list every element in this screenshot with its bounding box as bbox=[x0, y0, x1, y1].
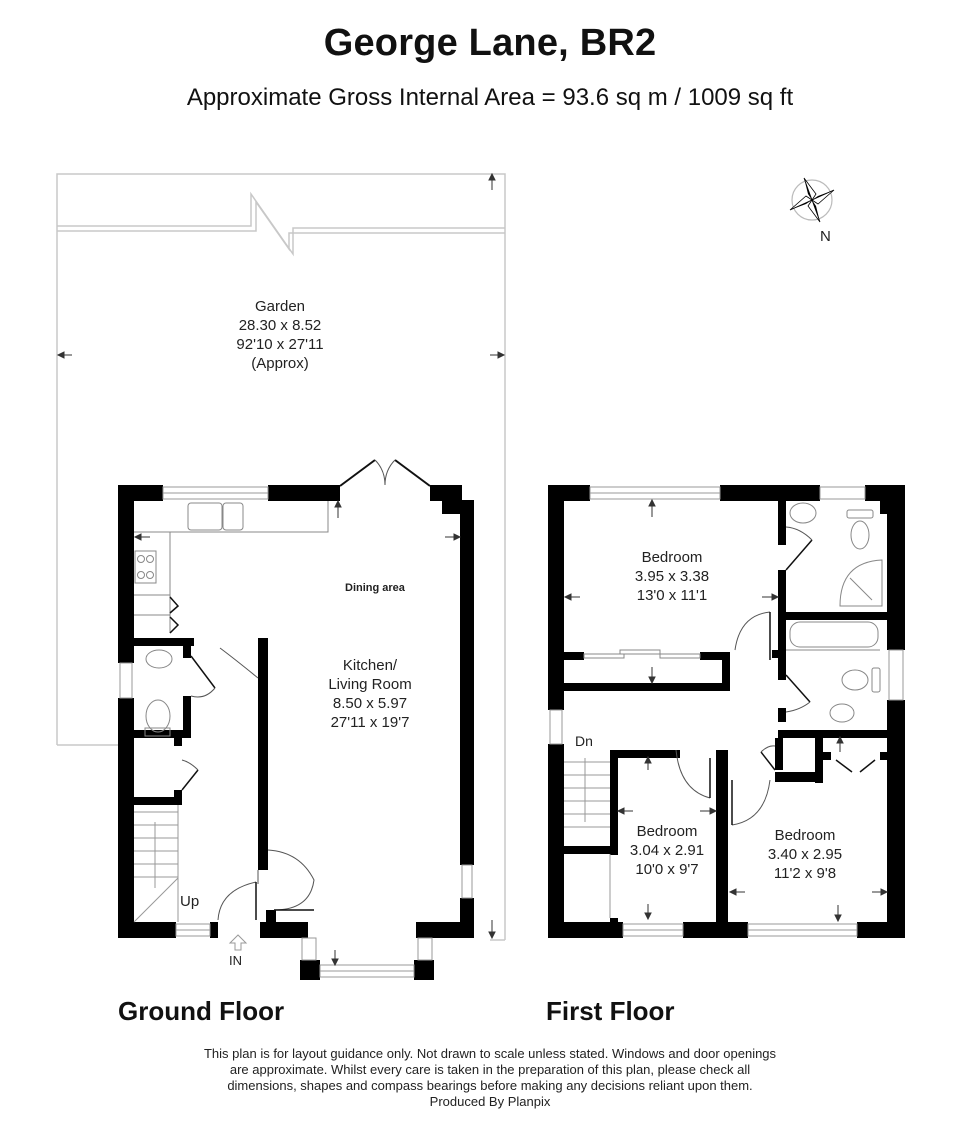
first-floor-windows bbox=[549, 486, 904, 937]
kitchen-cupboard-doors bbox=[169, 596, 180, 634]
first-floor-title: First Floor bbox=[546, 996, 675, 1026]
first-stairs-down-label: Dn bbox=[575, 733, 593, 749]
room-label-dining-area: Dining area bbox=[345, 582, 405, 594]
kitchen-metric: 8.50 x 5.97 bbox=[332, 695, 408, 712]
plan-title: George Lane, BR2 bbox=[323, 22, 657, 64]
ground-interior-doors bbox=[181, 655, 216, 791]
french-doors bbox=[339, 459, 431, 487]
first-door-swings bbox=[675, 526, 813, 826]
disclaimer-line-2: are approximate. Whilst every care is ta… bbox=[229, 1062, 751, 1077]
bedroom-1-imperial: 13'0 x 11'1 bbox=[636, 587, 708, 604]
compass-north-label: N bbox=[820, 228, 831, 245]
bedroom-3-name: Bedroom bbox=[774, 827, 836, 844]
producer-credit: Produced By Planpix bbox=[429, 1094, 551, 1109]
bedroom-1-metric: 3.95 x 3.38 bbox=[634, 568, 710, 585]
ground-stairs-up-label: Up bbox=[180, 893, 200, 910]
french-door-swings bbox=[374, 459, 396, 486]
room-label-garden: Garden 28.30 x 8.52 92'10 x 27'11 (Appro… bbox=[180, 297, 380, 373]
room-label-kitchen-living: Kitchen/ Living Room 8.50 x 5.97 27'11 x… bbox=[280, 656, 460, 732]
compass-rose-icon bbox=[789, 177, 835, 223]
disclaimer: This plan is for layout guidance only. N… bbox=[0, 1046, 980, 1110]
bedroom-2-name: Bedroom bbox=[636, 823, 698, 840]
ground-floor-windows bbox=[119, 486, 473, 978]
entrance-arrow-icon bbox=[228, 934, 248, 951]
bedroom-1-name: Bedroom bbox=[641, 549, 703, 566]
wardrobe-sliding-doors bbox=[583, 649, 701, 659]
garden-metric: 28.30 x 8.52 bbox=[238, 317, 322, 334]
kitchen-name-line1: Kitchen/ bbox=[342, 657, 398, 674]
kitchen-imperial: 27'11 x 19'7 bbox=[330, 714, 410, 731]
ground-door-swings bbox=[181, 647, 315, 921]
bedroom-2-metric: 3.04 x 2.91 bbox=[629, 842, 705, 859]
garden-note: (Approx) bbox=[251, 355, 309, 372]
kitchen-name-line2: Living Room bbox=[328, 676, 412, 693]
bathroom-fixtures bbox=[786, 502, 883, 723]
ground-stairs bbox=[133, 805, 179, 923]
entrance-label: IN bbox=[229, 953, 242, 968]
ground-floor-title: Ground Floor bbox=[118, 996, 285, 1026]
gross-internal-area: Approximate Gross Internal Area = 93.6 s… bbox=[186, 84, 794, 111]
bedroom-3-imperial: 11'2 x 9'8 bbox=[773, 865, 837, 882]
room-label-bedroom-3: Bedroom 3.40 x 2.95 11'2 x 9'8 bbox=[730, 826, 880, 883]
garden-name: Garden bbox=[254, 298, 306, 315]
disclaimer-line-1: This plan is for layout guidance only. N… bbox=[203, 1046, 777, 1061]
first-dimension-arrows bbox=[563, 498, 889, 923]
first-interior-doors bbox=[760, 539, 876, 773]
room-label-bedroom-1: Bedroom 3.95 x 3.38 13'0 x 11'1 bbox=[592, 548, 752, 605]
first-floor-walls bbox=[548, 485, 905, 938]
wc-fixtures bbox=[144, 649, 173, 737]
bedroom-2-imperial: 10'0 x 9'7 bbox=[635, 861, 699, 878]
room-label-bedroom-2: Bedroom 3.04 x 2.91 10'0 x 9'7 bbox=[618, 822, 716, 879]
bedroom-3-metric: 3.40 x 2.95 bbox=[767, 846, 843, 863]
disclaimer-line-3: dimensions, shapes and compass bearings … bbox=[227, 1078, 753, 1093]
garden-imperial: 92'10 x 27'11 bbox=[236, 336, 324, 353]
ground-floor-walls bbox=[118, 485, 474, 980]
kitchen-units bbox=[134, 501, 329, 633]
garden-outline bbox=[56, 173, 506, 941]
first-stairs bbox=[564, 758, 611, 918]
garden-dimension-arrows bbox=[56, 172, 506, 940]
ground-dimension-arrows bbox=[133, 499, 462, 967]
